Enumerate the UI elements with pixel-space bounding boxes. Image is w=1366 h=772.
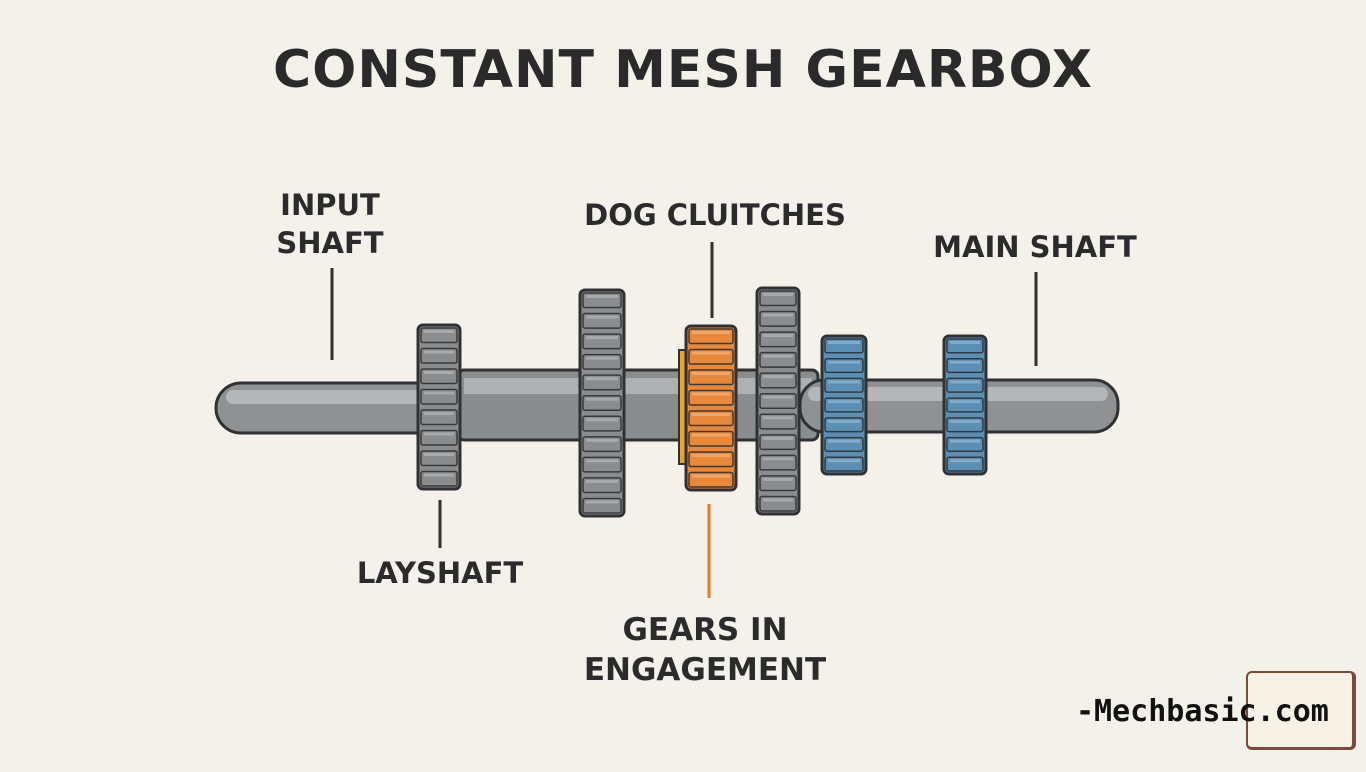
- dog-clutches-label: DOG CLUITCHES: [584, 198, 846, 232]
- blue-gear-right: [942, 334, 988, 476]
- input-shaft-label: INPUT SHAFT: [250, 186, 410, 262]
- input-shaft-label-line1: INPUT: [280, 188, 380, 222]
- main-shaft-label: MAIN SHAFT: [933, 230, 1137, 264]
- gears-in-engagement-label: GEARS IN ENGAGEMENT: [570, 610, 840, 690]
- gears-label-line2: ENGAGEMENT: [583, 652, 827, 688]
- gears-label-line1: GEARS IN: [622, 612, 788, 648]
- layshaft-label: LAYSHAFT: [356, 556, 524, 590]
- blue-gear-left: [820, 334, 868, 476]
- input-shaft-label-line2: SHAFT: [276, 226, 384, 260]
- gear-group: [416, 286, 988, 518]
- page-title: CONSTANT MESH GEARBOX: [272, 40, 1094, 100]
- large-gray-gear-right: [755, 286, 801, 516]
- large-gray-gear-left: [578, 288, 626, 518]
- watermark-text: -Mechbasic.com: [1076, 694, 1329, 729]
- layshaft-gear: [416, 323, 462, 491]
- watermark-badge: [1246, 671, 1356, 750]
- engaged-orange-gear: [684, 324, 738, 492]
